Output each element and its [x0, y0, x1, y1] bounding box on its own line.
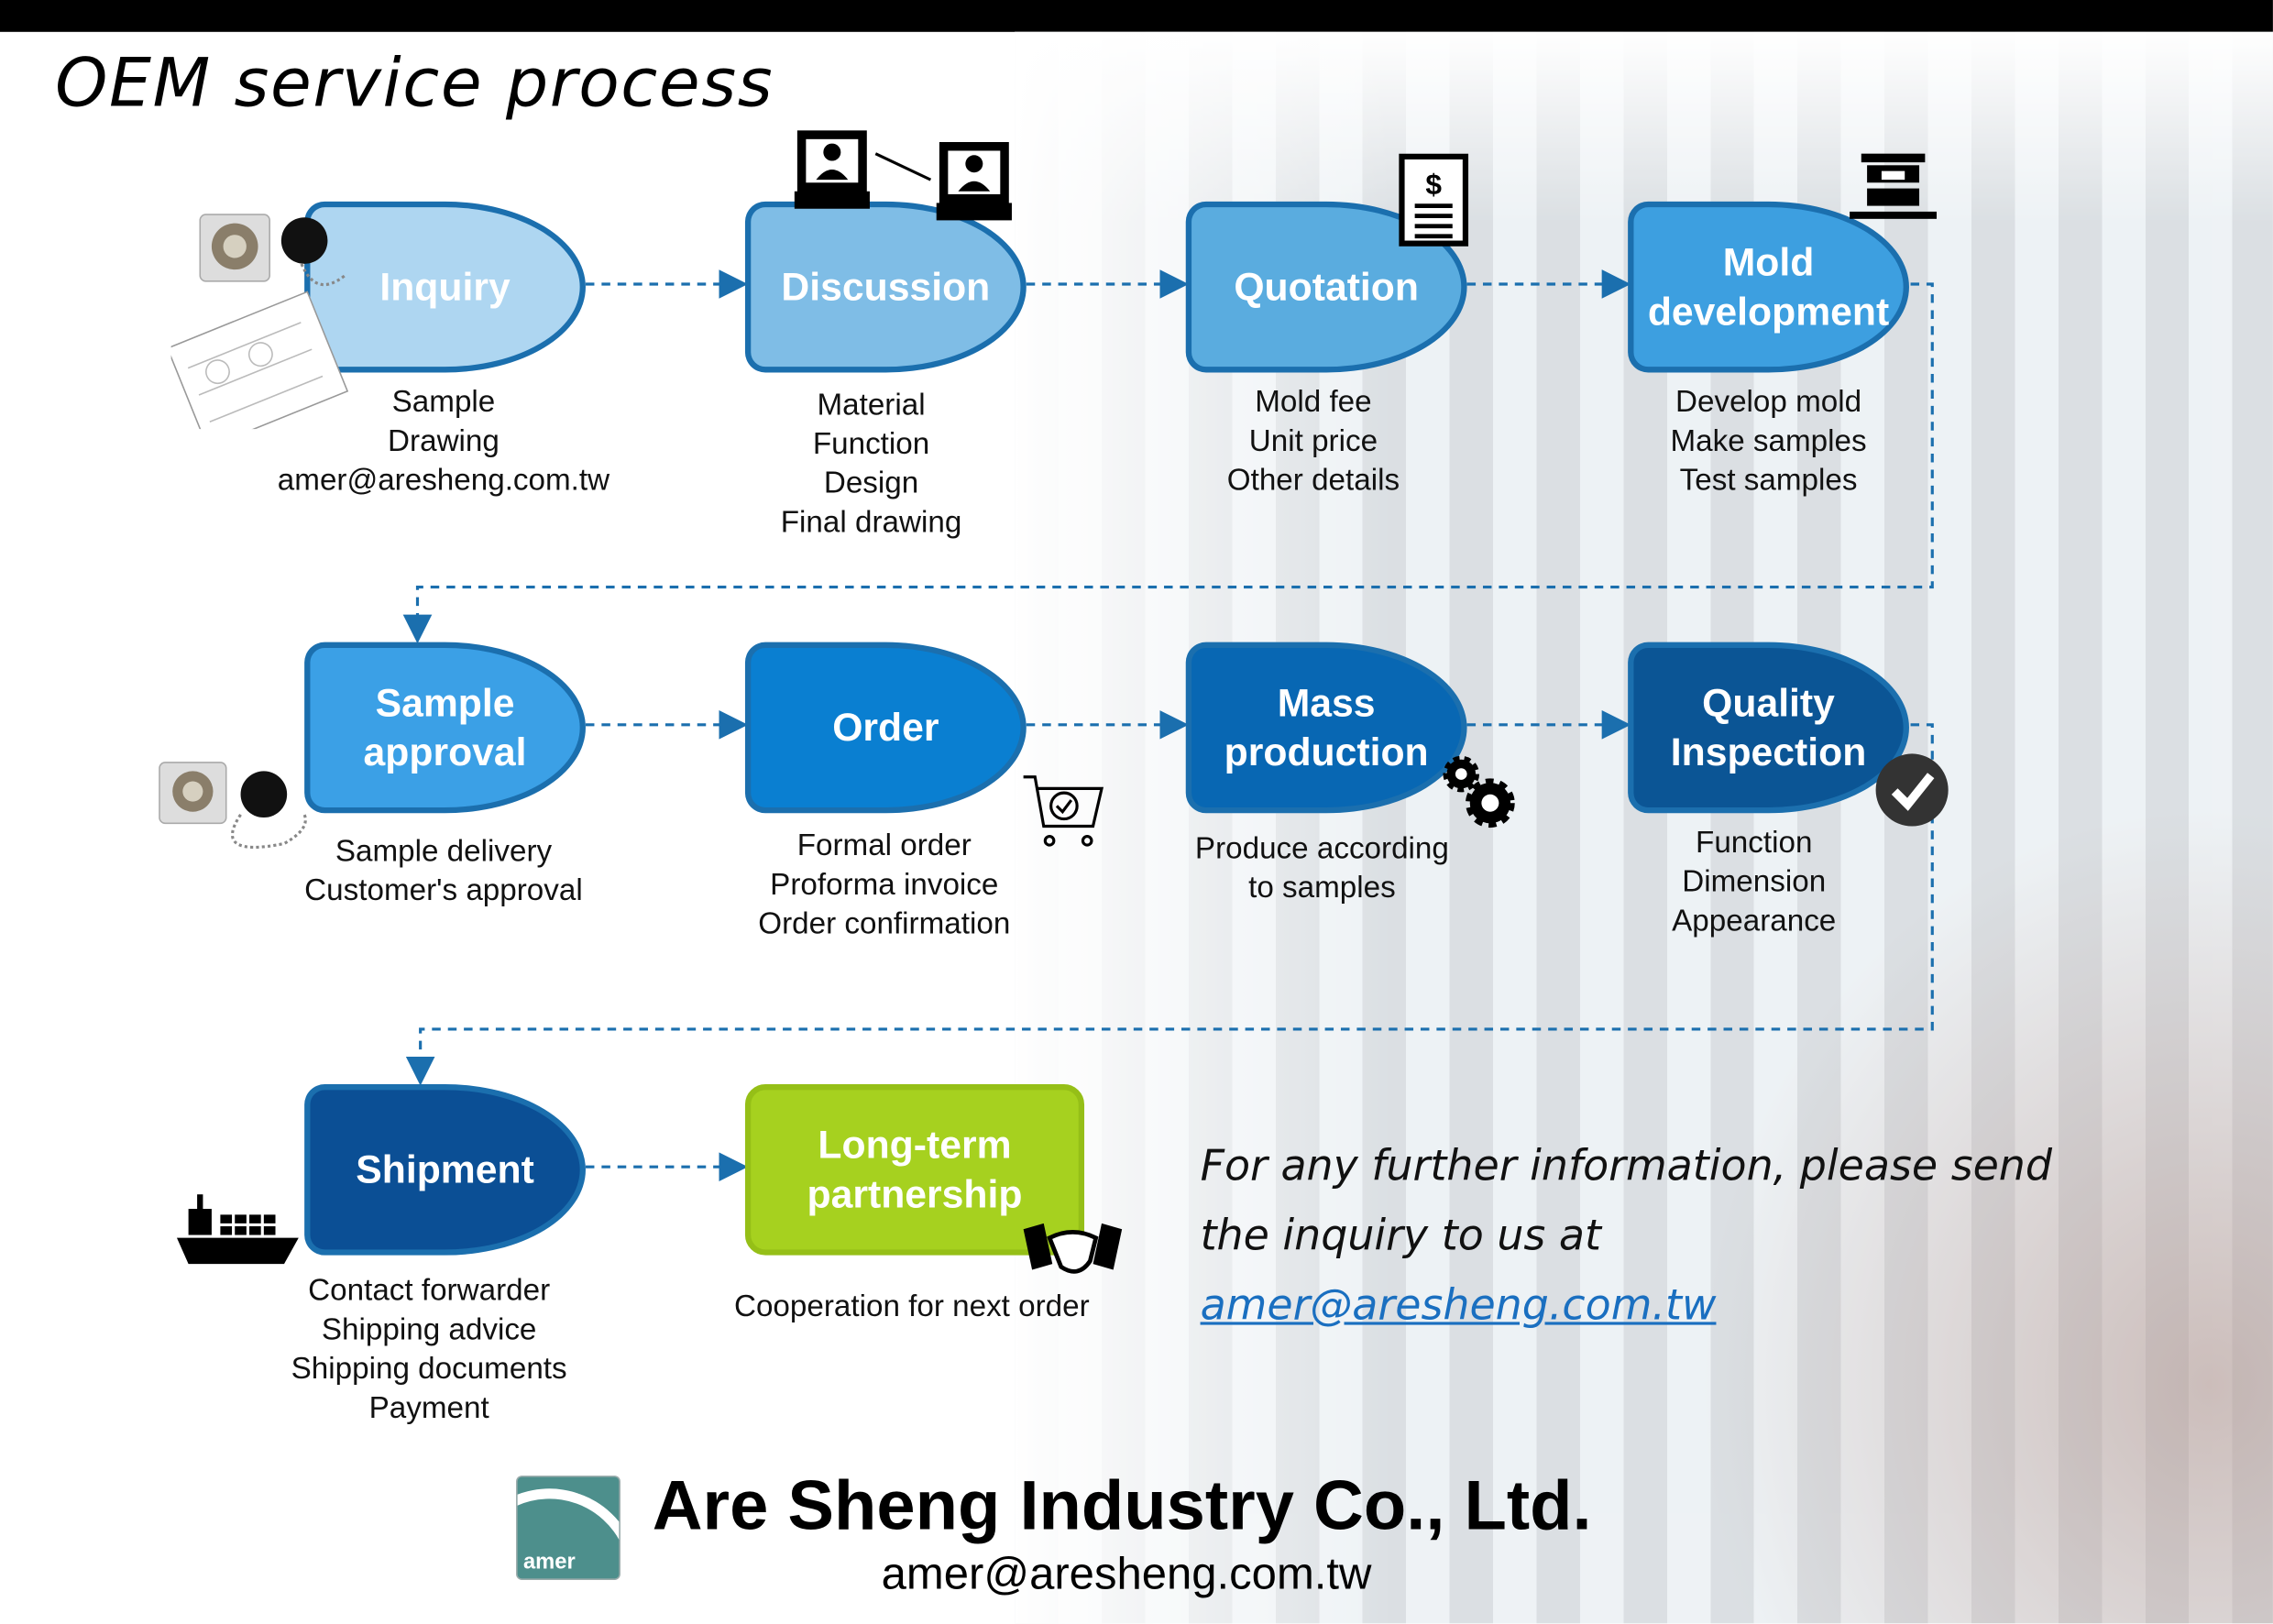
step-long-term-partnership-details: Cooperation for next order: [733, 1289, 1090, 1324]
checkmark-icon: [1875, 753, 1949, 827]
sample-and-drawing-image: [170, 214, 349, 430]
svg-text:$: $: [1425, 168, 1442, 201]
footer-email[interactable]: amer@aresheng.com.tw: [881, 1548, 1372, 1599]
contact-note-line: For any further information, please send: [1200, 1140, 2053, 1191]
arrow: [405, 723, 1934, 1086]
top-bar: [0, 0, 2273, 32]
sample-product-image: [159, 762, 307, 849]
arrow: [402, 282, 1934, 644]
step-discussion: Discussion: [744, 201, 1027, 373]
video-call-icon: [794, 130, 1012, 221]
step-order: Order: [744, 642, 1027, 814]
step-shipment: Shipment: [304, 1084, 586, 1256]
contact-note-line: the inquiry to us at: [1200, 1210, 1602, 1260]
step-inquiry: Inquiry: [304, 201, 586, 373]
page-title: OEM service process: [55, 43, 774, 122]
company-name: Are Sheng Industry Co., Ltd.: [652, 1468, 1592, 1545]
cargo-ship-icon: [176, 1194, 299, 1265]
shopping-cart-icon: [1023, 775, 1104, 847]
gears-icon: [1443, 755, 1515, 828]
handshake-icon: [1023, 1223, 1123, 1274]
amer-logo: amer: [516, 1476, 620, 1580]
contact-email-link[interactable]: amer@aresheng.com.tw: [1200, 1279, 1717, 1330]
step-quotation: Quotation: [1185, 201, 1467, 373]
invoice-icon: $: [1399, 153, 1469, 247]
contact-note: For any further information, please send…: [1201, 1131, 2052, 1340]
mold-icon: [1850, 153, 1938, 219]
